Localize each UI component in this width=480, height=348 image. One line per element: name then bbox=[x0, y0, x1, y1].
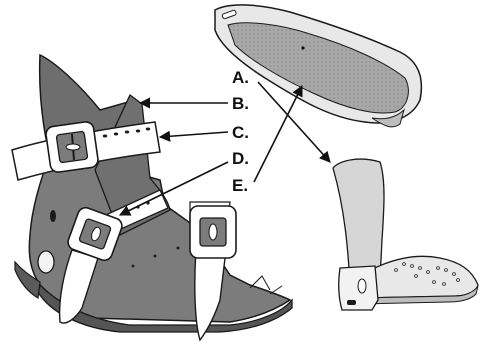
buckle-icon bbox=[45, 121, 99, 173]
heel-vent-hole bbox=[38, 251, 54, 273]
side-slot bbox=[50, 210, 56, 222]
label-b: B. bbox=[232, 94, 249, 113]
toe-ridge bbox=[270, 286, 282, 294]
arrow-icon bbox=[160, 132, 228, 137]
vent-dot bbox=[177, 247, 180, 250]
insert-upright bbox=[333, 159, 384, 284]
vent-dot bbox=[154, 255, 157, 258]
insole-dot bbox=[301, 46, 304, 49]
boot bbox=[12, 55, 292, 340]
vent-dot bbox=[132, 265, 135, 268]
orthotic-insert bbox=[333, 159, 478, 310]
label-c: C. bbox=[232, 123, 249, 142]
arrow-icon bbox=[254, 86, 302, 182]
buckle-icon bbox=[190, 206, 236, 258]
label-e: E. bbox=[232, 176, 248, 195]
label-a: A. bbox=[232, 68, 249, 87]
label-d: D. bbox=[232, 149, 249, 168]
insert-heel-hole bbox=[358, 279, 366, 293]
insert-heel-slot bbox=[347, 300, 356, 305]
